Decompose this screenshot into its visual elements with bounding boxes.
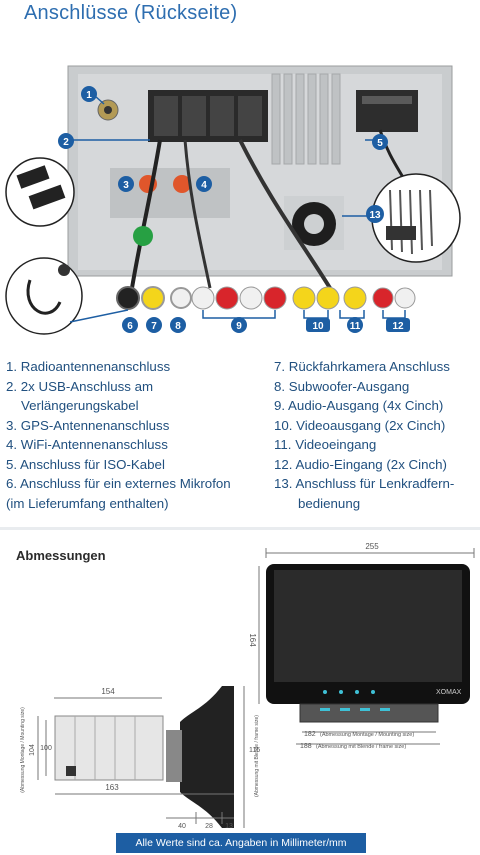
- dim-left-note: (Abmessung Montage / Mounting size): [20, 707, 26, 793]
- marker-6: 6: [122, 317, 138, 333]
- dimensions-drawing: 255 164 XOMAX 182 (Abmessung Montage / M…: [20, 542, 475, 830]
- svg-text:12: 12: [392, 321, 404, 332]
- dim-right-note: (Abmessung mit Blende / frame size): [254, 715, 260, 797]
- list-item: 3. GPS-Antennenanschluss: [6, 417, 170, 433]
- list-item: 1. Radioantennenanschluss: [6, 359, 171, 374]
- svg-text:8: 8: [175, 321, 181, 332]
- list-item: 8. Subwoofer-Ausgang: [274, 378, 410, 394]
- screen-side: [180, 686, 234, 828]
- dim-mount-188-note: (Abmessung mit Blende / frame size): [316, 744, 406, 750]
- dimensions-heading: Abmessungen: [16, 548, 106, 563]
- marker-11: 11: [347, 317, 363, 333]
- dim-height-left-1: 104: [29, 744, 36, 756]
- svg-text:1: 1: [86, 90, 92, 101]
- marker-8: 8: [170, 317, 186, 333]
- svg-text:6: 6: [127, 321, 133, 332]
- svg-text:3: 3: [123, 180, 129, 191]
- connections-list-left: 1. Radioantennenanschluss 2. 2x USB-Ansc…: [6, 357, 264, 513]
- list-item: 9. Audio-Ausgang (4x Cinch): [274, 398, 444, 413]
- marker-10: 10: [306, 318, 330, 332]
- list-item: 6. Anschluss für ein externes Mikrofon: [6, 476, 231, 491]
- marker-5: 5: [372, 134, 388, 150]
- list-item: 5. Anschluss für ISO-Kabel: [6, 456, 165, 472]
- marker-4: 4: [196, 176, 212, 192]
- marker-1: 1: [81, 86, 97, 102]
- dim-mount-182-note: (Abmessung Montage / Mounting size): [320, 732, 414, 738]
- list-item: bedienung: [298, 495, 361, 511]
- svg-text:2: 2: [63, 137, 69, 148]
- dim-depth-bottom: 163: [105, 783, 119, 792]
- list-item: 11. Videoeingang: [274, 437, 377, 452]
- list-item: 2. 2x USB-Anschluss am: [6, 378, 154, 394]
- back-panel-illustration: 1 2 3 4 5 6 7 8 9 10 11 12 13: [5, 65, 461, 335]
- marker-12: 12: [386, 318, 410, 332]
- svg-text:4: 4: [201, 180, 207, 191]
- section-divider: [0, 527, 480, 530]
- page-title: Anschlüsse (Rückseite): [24, 2, 238, 24]
- dim-width-total: 255: [365, 542, 379, 551]
- list-item: 13. Anschluss für Lenkradfern-: [274, 476, 455, 491]
- dim-mount-182: 182: [304, 731, 316, 738]
- dim-seg-c: 13: [225, 823, 233, 830]
- screen-display: [274, 570, 462, 682]
- dim-mount-188: 188: [300, 743, 312, 750]
- footer-note: Alle Werte sind ca. Angaben in Millimete…: [116, 833, 366, 853]
- brand-logo: XOMAX: [436, 689, 462, 696]
- svg-text:9: 9: [236, 321, 242, 332]
- marker-9: 9: [231, 317, 247, 333]
- svg-text:5: 5: [377, 138, 383, 149]
- list-item: (im Lieferumfang enthalten): [6, 495, 169, 511]
- list-item: 12. Audio-Eingang (2x Cinch): [274, 456, 447, 472]
- list-item: 4. WiFi-Antennenanschluss: [6, 437, 168, 452]
- svg-text:10: 10: [312, 321, 324, 332]
- list-item: Verlängerungskabel: [21, 398, 139, 413]
- dim-height-screen: 164: [248, 633, 257, 647]
- marker-2: 2: [58, 133, 74, 149]
- dim-seg-b: 28: [205, 823, 213, 830]
- dim-seg-a: 40: [178, 823, 186, 830]
- dim-height-right: 116: [249, 747, 260, 754]
- dim-depth-top: 154: [101, 687, 115, 696]
- marker-7: 7: [146, 317, 162, 333]
- marker-13: 13: [366, 205, 384, 223]
- svg-text:7: 7: [151, 321, 157, 332]
- marker-3: 3: [118, 176, 134, 192]
- list-item: 7. Rückfahrkamera Anschluss: [274, 359, 450, 374]
- svg-text:13: 13: [369, 210, 381, 221]
- list-item: 10. Videoausgang (2x Cinch): [274, 417, 446, 433]
- connections-list-right: 7. Rückfahrkamera Anschluss 8. Subwoofer…: [274, 357, 474, 513]
- dim-height-left-2: 100: [40, 745, 52, 752]
- svg-text:11: 11: [350, 321, 361, 332]
